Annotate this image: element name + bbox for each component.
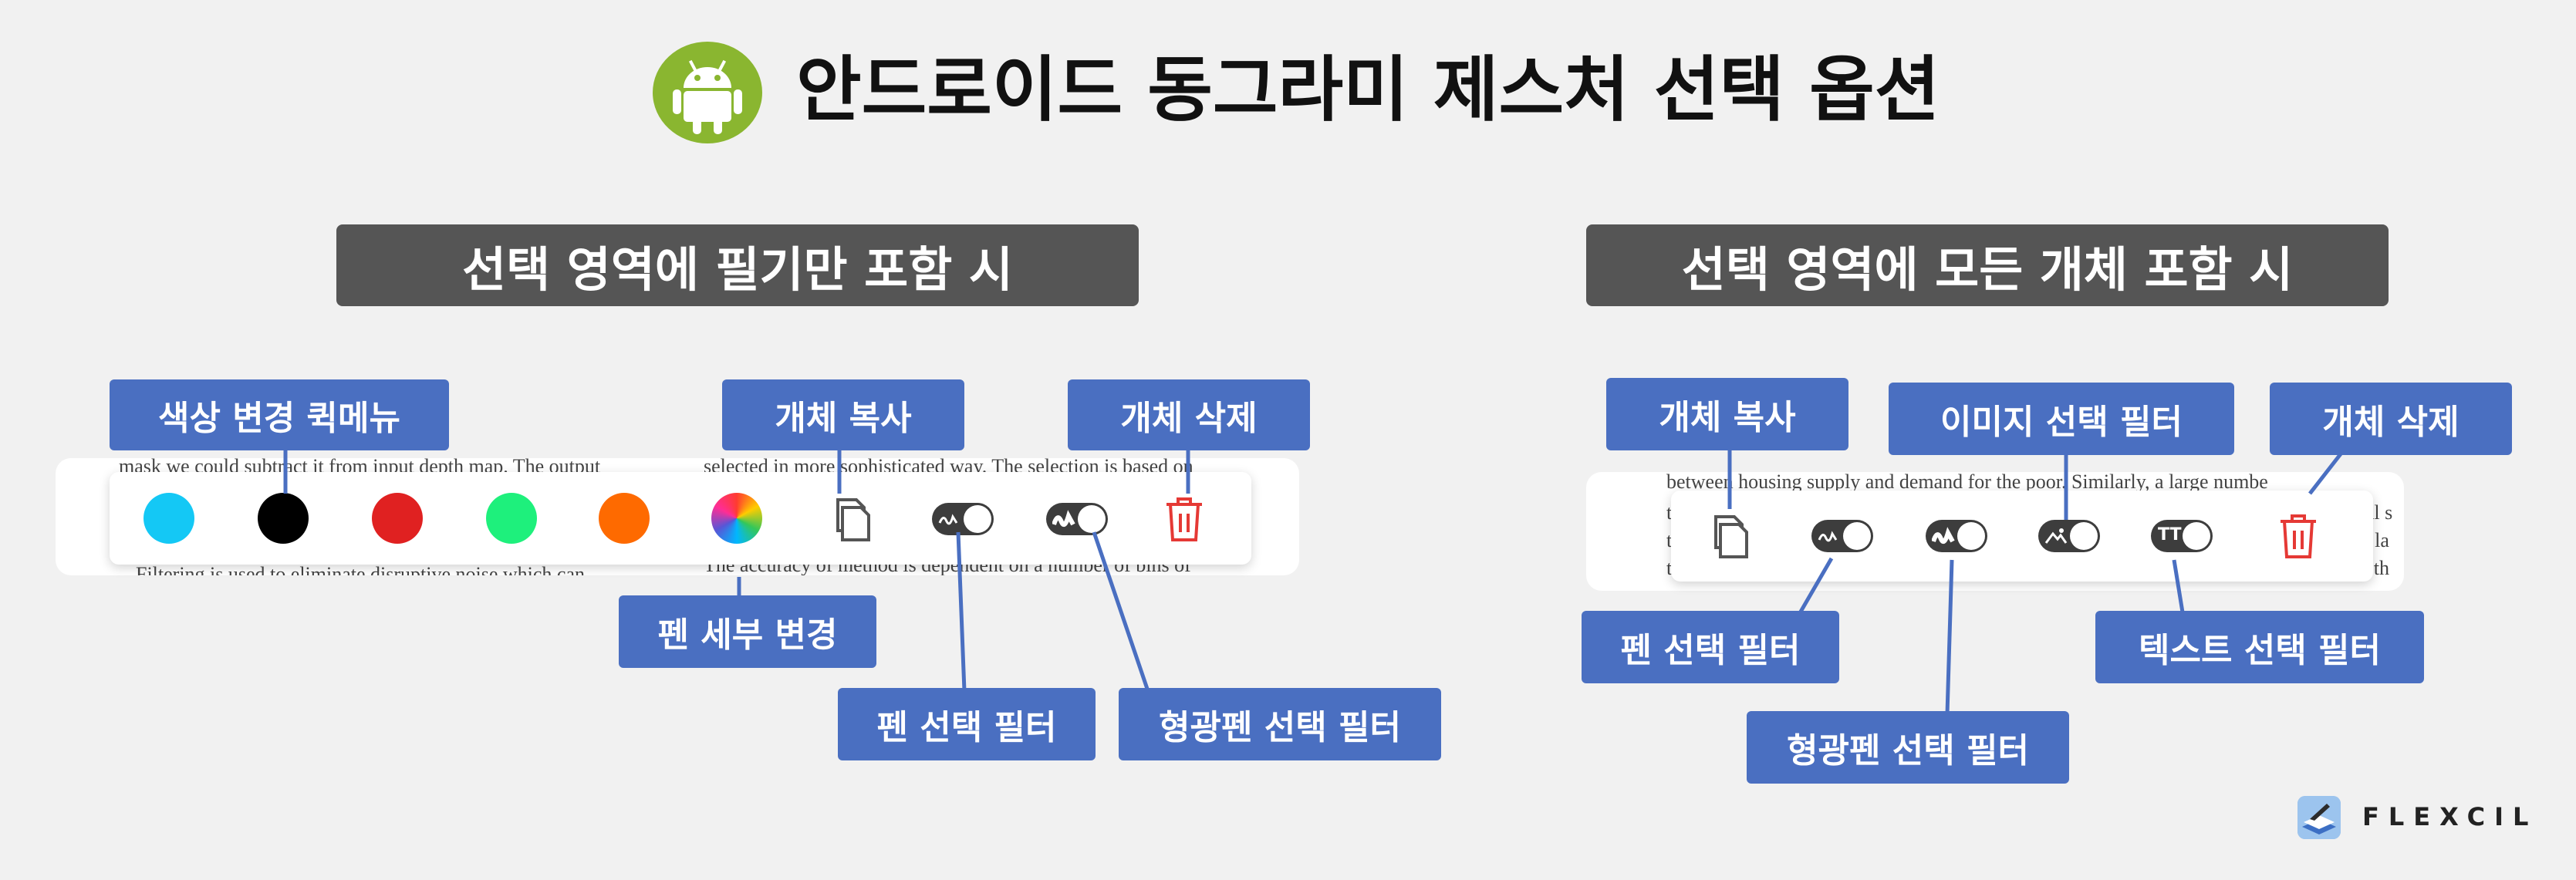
- color-swatch[interactable]: [486, 493, 537, 544]
- copy-icon[interactable]: [1703, 511, 1754, 561]
- callout-delete: 개체 삭제: [1068, 379, 1310, 450]
- selection-toolbar-ink-only: [110, 472, 1251, 565]
- page-title: 안드로이드 동그라미 제스처 선택 옵션: [796, 49, 1940, 131]
- text-filter-toggle[interactable]: TT: [2151, 520, 2213, 552]
- selection-toolbar-all-objects: TT: [1671, 491, 2373, 582]
- pen-scribble-icon: [938, 514, 958, 525]
- flexcil-logo-icon: [2297, 796, 2341, 839]
- callout-copy: 개체 복사: [722, 379, 964, 450]
- doc-line: t: [1666, 501, 1673, 524]
- left-section-banner: 선택 영역에 필기만 포함 시: [336, 224, 1139, 306]
- color-swatch[interactable]: [372, 493, 423, 544]
- callout-highlighter-filter: 형광펜 선택 필터: [1119, 688, 1441, 760]
- color-swatch[interactable]: [599, 493, 650, 544]
- image-mountain-icon: [2044, 528, 2068, 544]
- color-swatch[interactable]: [143, 493, 194, 544]
- doc-line: t: [1666, 529, 1673, 551]
- pen-filter-toggle[interactable]: [1811, 520, 1873, 552]
- callout-pen-detail: 펜 세부 변경: [619, 595, 876, 668]
- callout-copy: 개체 복사: [1606, 378, 1848, 450]
- pen-scribble-icon: [1818, 531, 1838, 542]
- trash-icon[interactable]: [1159, 492, 1210, 546]
- callout-color-quick-menu: 색상 변경 퀵메뉴: [110, 379, 449, 450]
- copy-icon[interactable]: [825, 494, 876, 545]
- doc-line: t: [1666, 557, 1673, 579]
- callout-delete: 개체 삭제: [2270, 383, 2512, 455]
- highlighter-filter-toggle[interactable]: [1926, 520, 1987, 552]
- color-swatch[interactable]: [258, 493, 309, 544]
- right-section-banner: 선택 영역에 모든 개체 포함 시: [1586, 224, 2389, 306]
- callout-pen-filter: 펜 선택 필터: [838, 688, 1096, 760]
- callout-highlighter-filter: 형광펜 선택 필터: [1747, 711, 2069, 784]
- brand-wordmark: FLEXCIL: [2362, 802, 2538, 831]
- image-filter-toggle[interactable]: [2038, 520, 2100, 552]
- callout-pen-filter: 펜 선택 필터: [1582, 611, 1839, 683]
- trash-icon[interactable]: [2273, 509, 2324, 563]
- highlighter-scribble-icon: [1932, 527, 1955, 545]
- pen-detail-rainbow-button[interactable]: [711, 493, 762, 544]
- text-type-icon: TT: [2158, 525, 2182, 545]
- doc-line: Filtering is used to eliminate disruptiv…: [136, 563, 586, 575]
- callout-image-filter: 이미지 선택 필터: [1889, 383, 2234, 455]
- pen-filter-toggle[interactable]: [932, 503, 994, 535]
- callout-text-filter: 텍스트 선택 필터: [2095, 611, 2424, 683]
- highlighter-scribble-icon: [1052, 510, 1075, 528]
- android-logo-icon: [653, 42, 762, 143]
- doc-line: between housing supply and demand for th…: [1666, 472, 2268, 493]
- highlighter-filter-toggle[interactable]: [1046, 503, 1108, 535]
